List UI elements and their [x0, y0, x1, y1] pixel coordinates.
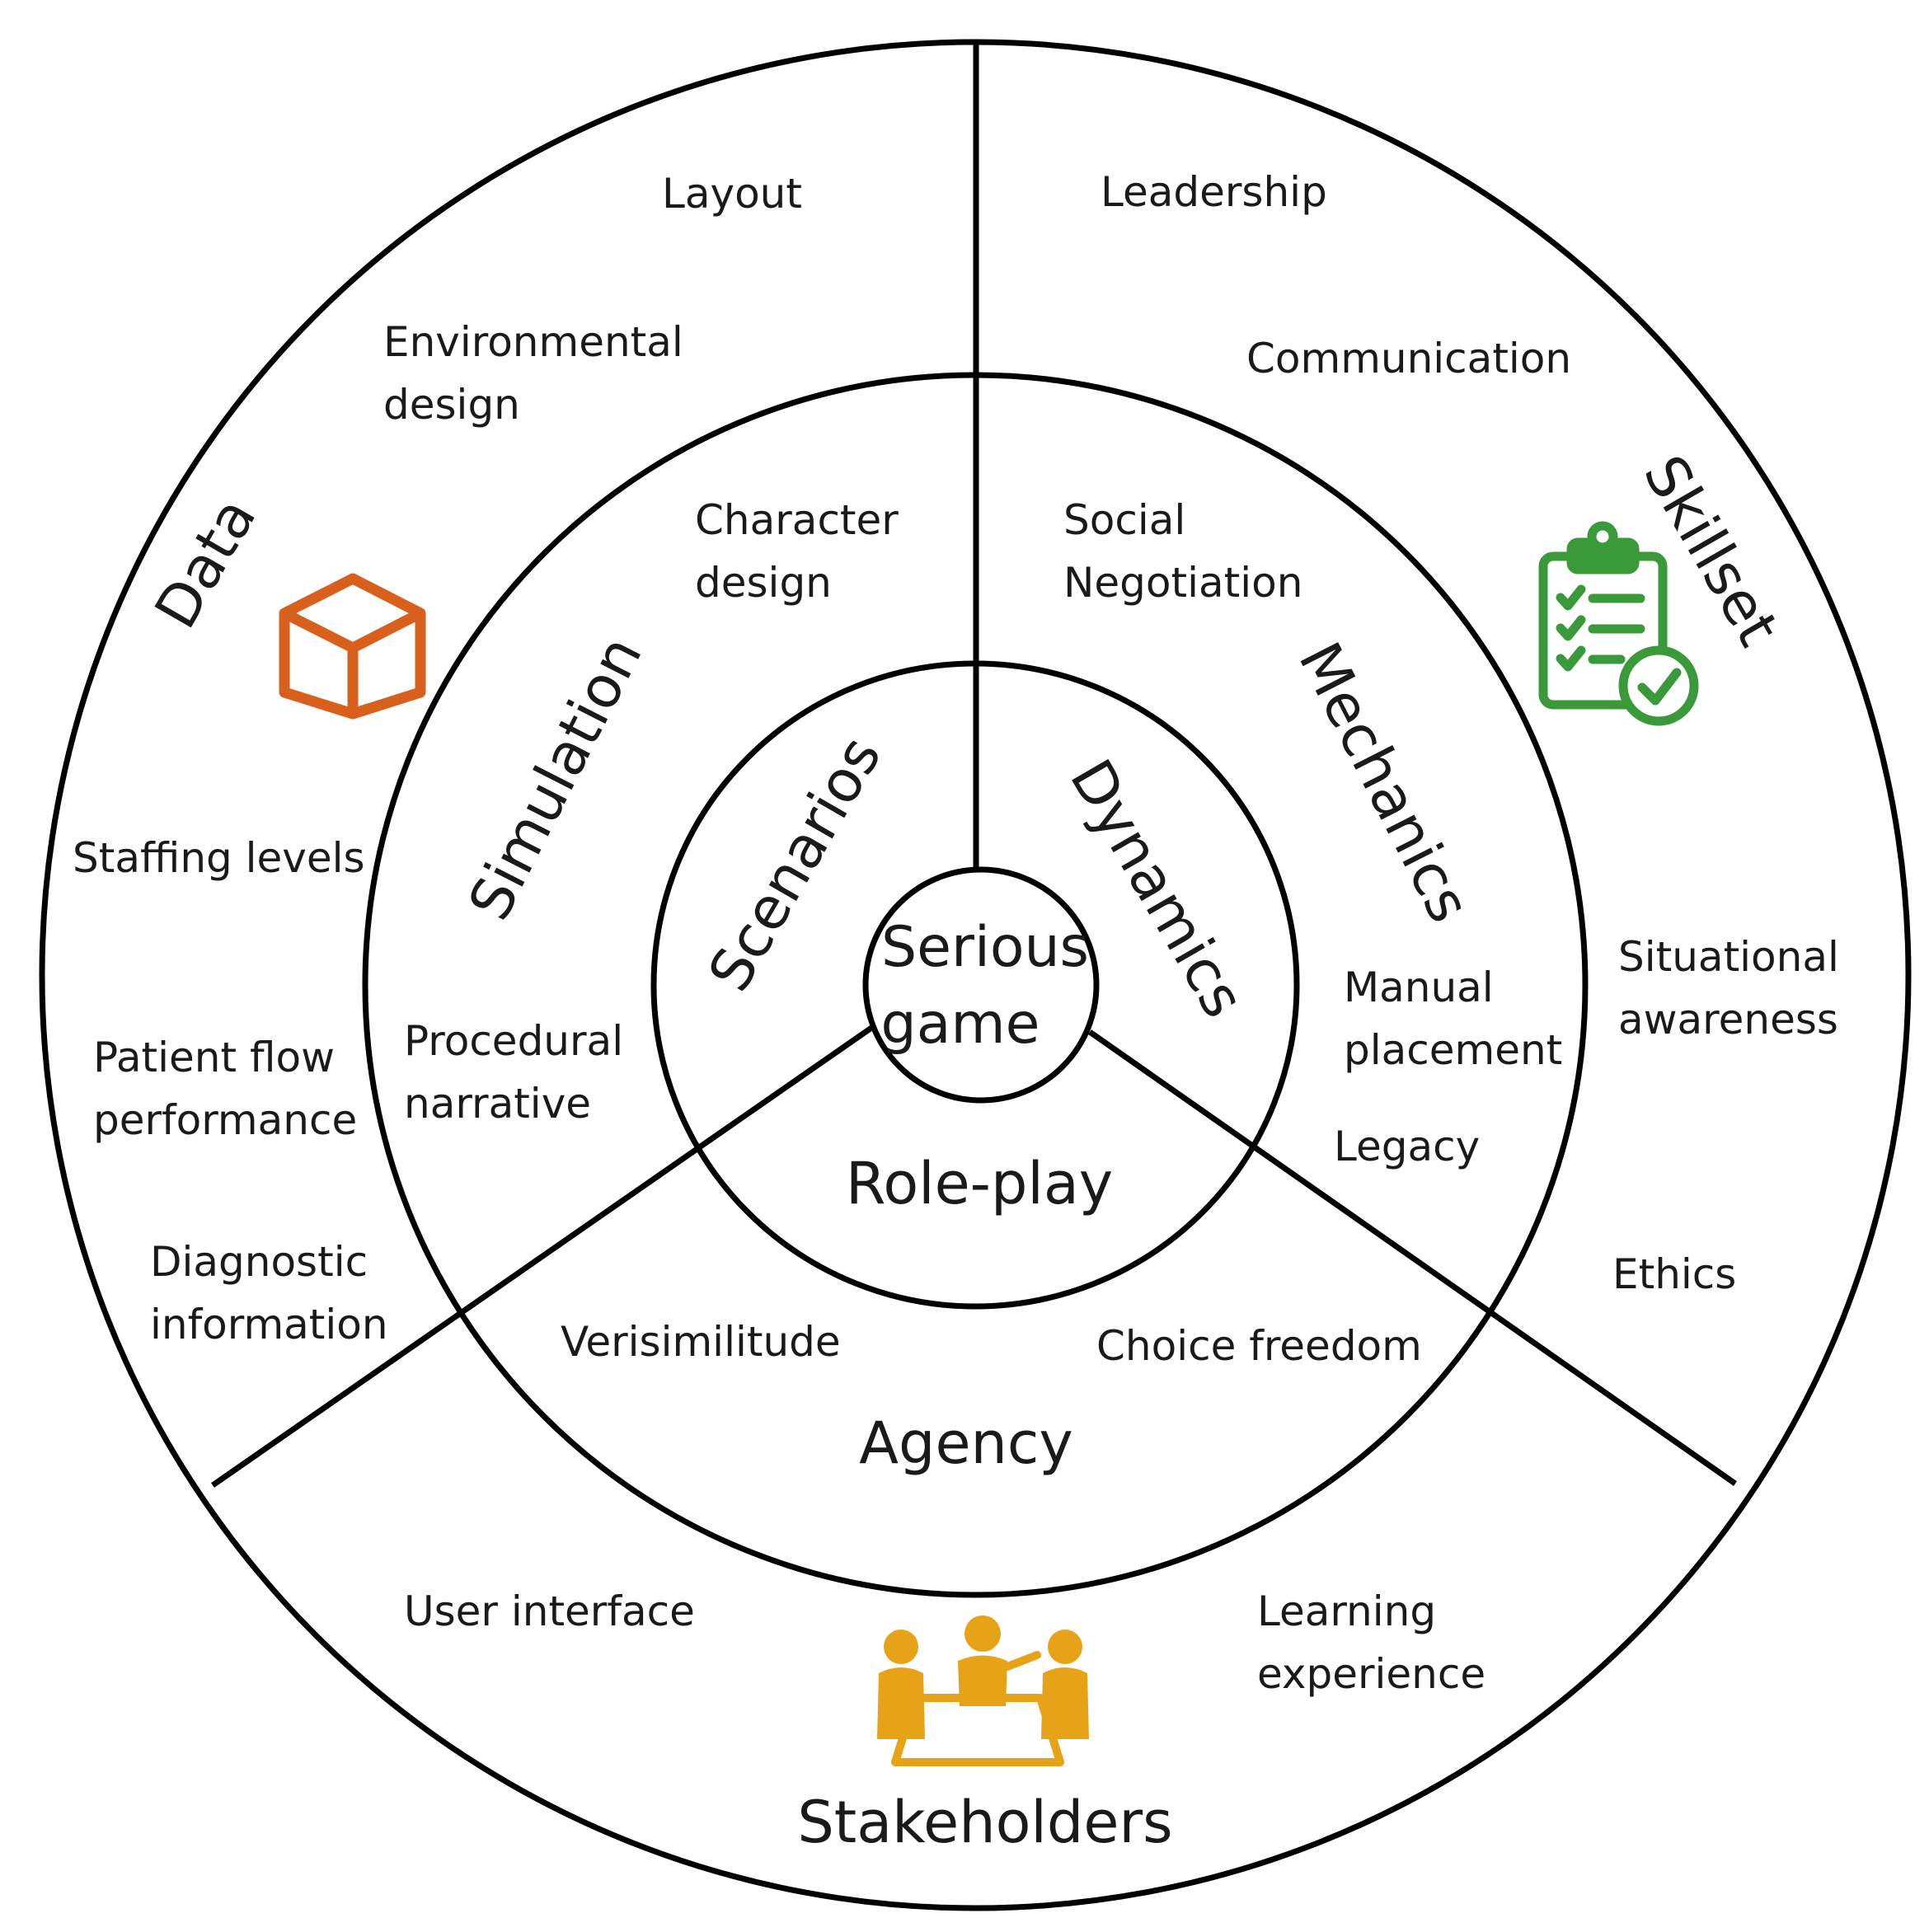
- cube-icon: [279, 573, 426, 720]
- core-label-line1: Serious: [881, 915, 1089, 980]
- staffing-levels-label: Staffing levels: [73, 834, 365, 882]
- core-label-line2: game: [881, 992, 1040, 1057]
- environmental-design-line2: design: [383, 381, 520, 429]
- patient-flow-line2: performance: [93, 1096, 357, 1144]
- learning-experience-line2: experience: [1257, 1650, 1485, 1698]
- user-interface-label: User interface: [404, 1587, 695, 1635]
- leadership-label: Leadership: [1101, 168, 1327, 216]
- manual-placement-line2: placement: [1344, 1026, 1562, 1074]
- data-label: Data: [142, 486, 270, 640]
- situational-awareness-line1: Situational: [1618, 933, 1839, 981]
- divider-left: [211, 1024, 875, 1488]
- verisimilitude-label: Verisimilitude: [561, 1318, 841, 1366]
- situational-awareness-line2: awareness: [1618, 996, 1838, 1043]
- choice-freedom-label: Choice freedom: [1096, 1322, 1422, 1370]
- character-design-line2: design: [695, 559, 832, 607]
- manual-placement-line1: Manual: [1344, 964, 1494, 1011]
- communication-label: Communication: [1246, 335, 1571, 382]
- environmental-design-line1: Environmental: [383, 318, 683, 366]
- scenarios-label: Scenarios: [696, 725, 894, 1002]
- role-play-label: Role-play: [846, 1150, 1113, 1217]
- procedural-narrative-line2: narrative: [404, 1080, 591, 1128]
- stakeholders-label: Stakeholders: [797, 1789, 1172, 1856]
- meeting-people-icon: [877, 1615, 1089, 1766]
- diagnostic-information-line2: information: [150, 1301, 388, 1348]
- character-design-line1: Character: [695, 496, 899, 544]
- dynamics-label: Dynamics: [1057, 748, 1258, 1029]
- divider-right: [1087, 1029, 1738, 1486]
- patient-flow-line1: Patient flow: [93, 1034, 335, 1081]
- core-circle: [862, 866, 1100, 1104]
- layout-label: Layout: [662, 170, 802, 218]
- skillset-label: Skillset: [1631, 444, 1792, 657]
- agency-label: Agency: [859, 1409, 1073, 1477]
- ethics-label: Ethics: [1612, 1250, 1736, 1298]
- mechanics-label: Mechanics: [1285, 632, 1483, 933]
- simulation-label: Simulation: [455, 626, 655, 930]
- diagnostic-information-line1: Diagnostic: [150, 1238, 368, 1286]
- procedural-narrative-line1: Procedural: [404, 1017, 623, 1065]
- social-negotiation-line2: Negotiation: [1063, 559, 1302, 607]
- clipboard-checklist-icon: [1538, 521, 1699, 726]
- social-negotiation-line1: Social: [1063, 496, 1185, 544]
- legacy-label: Legacy: [1334, 1123, 1480, 1170]
- learning-experience-line1: Learning: [1257, 1587, 1436, 1635]
